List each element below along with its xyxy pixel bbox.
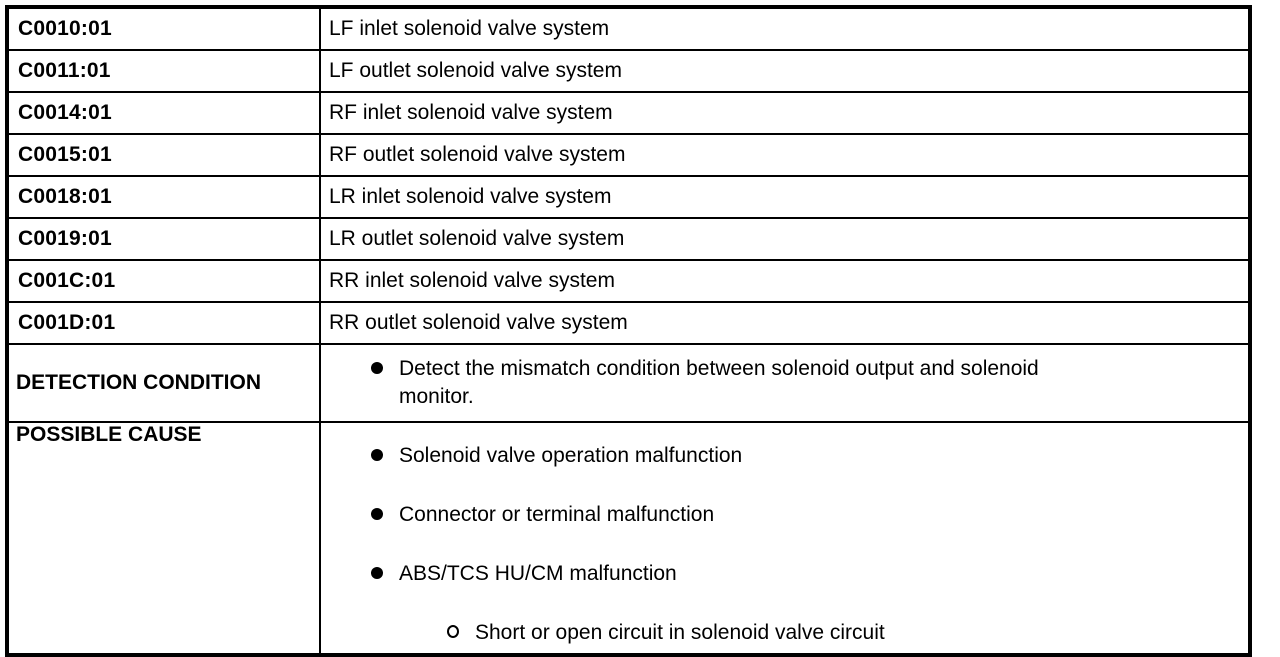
detection-condition-label: DETECTION CONDITION: [6, 343, 321, 423]
list-item: Detect the mismatch condition between so…: [321, 355, 1248, 411]
dtc-description: LR outlet solenoid valve system: [319, 217, 1251, 261]
dtc-description: LF outlet solenoid valve system: [319, 49, 1251, 93]
sub-list-item: Short or open circuit in solenoid valve …: [321, 619, 1248, 647]
dtc-code: C001C:01: [6, 259, 321, 303]
bullet-text: Detect the mismatch condition between so…: [399, 357, 1039, 408]
list-item: Connector or terminal malfunction: [321, 501, 1248, 529]
table-row: C0018:01 LR inlet solenoid valve system: [6, 175, 1251, 219]
bullet-text: ABS/TCS HU/CM malfunction: [399, 562, 677, 585]
list-item: ABS/TCS HU/CM malfunction: [321, 560, 1248, 588]
dtc-code: C0010:01: [6, 6, 321, 51]
table-row: C001C:01 RR inlet solenoid valve system: [6, 259, 1251, 303]
dtc-description: RR inlet solenoid valve system: [319, 259, 1251, 303]
dtc-description: RF inlet solenoid valve system: [319, 91, 1251, 135]
dtc-code: C0019:01: [6, 217, 321, 261]
table-row: C0011:01 LF outlet solenoid valve system: [6, 49, 1251, 93]
possible-cause-row: POSSIBLE CAUSE Solenoid valve operation …: [6, 421, 1251, 656]
detection-condition-content: Detect the mismatch condition between so…: [319, 343, 1251, 423]
filled-bullet-icon: [371, 508, 383, 520]
possible-cause-label: POSSIBLE CAUSE: [6, 421, 321, 656]
list-item: Solenoid valve operation malfunction: [321, 442, 1248, 470]
bullet-text: Connector or terminal malfunction: [399, 503, 715, 526]
table-row: C0010:01 LF inlet solenoid valve system: [6, 6, 1251, 51]
dtc-code: C0018:01: [6, 175, 321, 219]
detection-condition-row: DETECTION CONDITION Detect the mismatch …: [6, 343, 1251, 423]
table-row: C0019:01 LR outlet solenoid valve system: [6, 217, 1251, 261]
table-row: C0015:01 RF outlet solenoid valve system: [6, 133, 1251, 177]
filled-bullet-icon: [371, 449, 383, 461]
dtc-table: C0010:01 LF inlet solenoid valve system …: [5, 5, 1252, 657]
bullet-text: Short or open circuit in solenoid valve …: [475, 621, 885, 644]
bullet-text: Solenoid valve operation malfunction: [399, 444, 743, 467]
dtc-description: LR inlet solenoid valve system: [319, 175, 1251, 219]
filled-bullet-icon: [371, 362, 383, 374]
dtc-description: LF inlet solenoid valve system: [319, 6, 1251, 51]
dtc-description: RF outlet solenoid valve system: [319, 133, 1251, 177]
possible-cause-content: Solenoid valve operation malfunction Con…: [319, 421, 1251, 656]
dtc-description: RR outlet solenoid valve system: [319, 301, 1251, 345]
table-row: C0014:01 RF inlet solenoid valve system: [6, 91, 1251, 135]
table-row: C001D:01 RR outlet solenoid valve system: [6, 301, 1251, 345]
dtc-code: C0015:01: [6, 133, 321, 177]
filled-bullet-icon: [371, 567, 383, 579]
dtc-code: C0014:01: [6, 91, 321, 135]
dtc-code: C001D:01: [6, 301, 321, 345]
dtc-code: C0011:01: [6, 49, 321, 93]
